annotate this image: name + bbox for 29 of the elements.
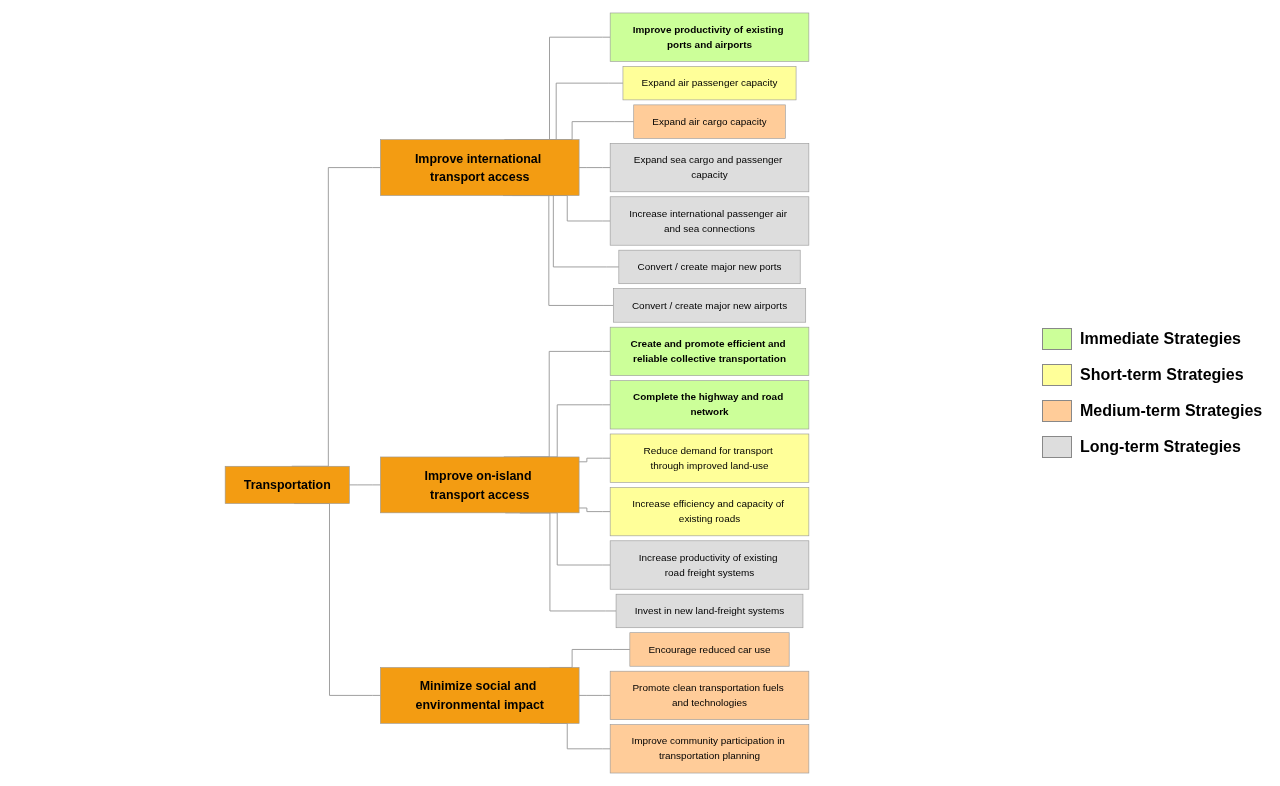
- node-box: Complete the highway and road network: [609, 380, 810, 430]
- node-box: Minimize social and environmental impact: [380, 667, 580, 724]
- node-box: Convert / create major new ports: [618, 249, 801, 284]
- connector: [578, 457, 611, 463]
- connector: [348, 484, 381, 486]
- node-box: Transportation: [224, 465, 350, 504]
- node-box: Increase productivity of existing road freight systems: [609, 540, 810, 590]
- node-box: Improve on-island transport access: [380, 456, 580, 514]
- node-box: Reduce demand for transport through improved land-use: [609, 433, 810, 483]
- node-box: Encourage reduced car use: [629, 632, 790, 667]
- legend-label: Immediate Strategies: [1080, 330, 1241, 348]
- node-box: Improve community participation in transportation planning: [609, 724, 810, 774]
- node-box: Improve international transport access: [380, 139, 580, 196]
- node-box: Convert / create major new airports: [613, 288, 806, 323]
- legend-label: Long-term Strategies: [1080, 438, 1241, 456]
- node-box: Expand air passenger capacity: [622, 66, 797, 101]
- node-box: Expand sea cargo and passenger capacity: [609, 143, 810, 193]
- node-box: Increase international passenger air and sea connections: [609, 196, 810, 246]
- node-box: Promote clean transportation fuels and technologies: [609, 670, 810, 720]
- legend-label: Medium-term Strategies: [1080, 402, 1263, 420]
- node-box: Expand air cargo capacity: [633, 104, 786, 139]
- connector: [578, 694, 611, 696]
- connector: [578, 507, 611, 513]
- legend-label: Short-term Strategies: [1080, 366, 1244, 384]
- node-box: Increase efficiency and capacity of existing roads: [609, 487, 810, 537]
- node-box: Invest in new land-freight systems: [615, 593, 804, 629]
- node-box: Improve productivity of existing ports and airports: [609, 12, 810, 62]
- connector: [578, 167, 611, 169]
- node-box: Create and promote efficient and reliable collective transportation: [609, 326, 810, 376]
